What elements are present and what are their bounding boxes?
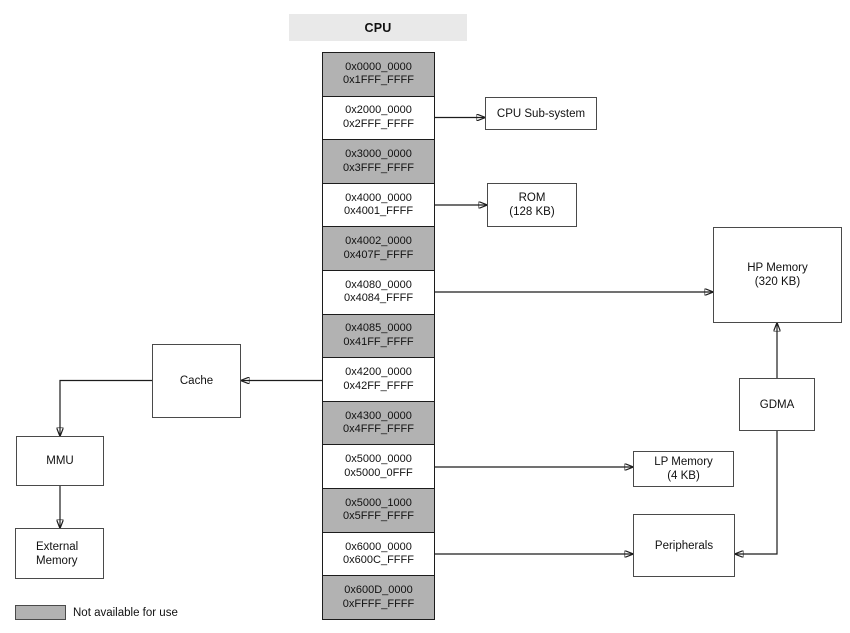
arrow-cache-to-mmu [60,379,152,437]
segment-start-address: 0x5000_0000 [345,453,412,466]
cache-label: Cache [179,375,214,387]
segment-end-address: 0x407F_FFFF [343,248,414,261]
segment-end-address: 0x42FF_FFFF [343,379,414,392]
segment-end-address: 0xFFFF_FFFF [342,597,415,610]
memory-segment: 0x600D_0000 0xFFFF_FFFF [323,576,434,619]
memory-segment: 0x4085_0000 0x41FF_FFFF [323,314,434,359]
legend-unavailable-swatch [15,605,66,620]
segment-start-address: 0x4080_0000 [345,278,412,291]
hp-memory-size-label: (320 KB) [754,276,801,288]
peripherals-box: Peripherals [633,514,735,577]
segment-start-address: 0x3000_0000 [345,148,412,161]
segment-end-address: 0x41FF_FFFF [343,335,414,348]
memory-segment: 0x2000_0000 0x2FFF_FFFF [323,96,434,141]
memory-segment: 0x4300_0000 0x4FFF_FFFF [323,401,434,446]
gdma-box: GDMA [739,378,815,431]
segment-start-address: 0x4000_0000 [345,191,412,204]
lp-memory-size-label: (4 KB) [667,470,700,482]
external-memory-label-line1: External [36,540,79,553]
rom-box: ROM (128 KB) [487,183,577,227]
cpu-title: CPU [289,14,467,41]
segment-start-address: 0x6000_0000 [345,540,412,553]
memory-segment: 0x4080_0000 0x4084_FFFF [323,271,434,315]
memory-segment: 0x3000_0000 0x3FFF_FFFF [323,140,434,184]
lp-memory-label: LP Memory [654,456,713,468]
segment-start-address: 0x600D_0000 [344,584,413,597]
segment-end-address: 0x4084_FFFF [343,292,414,305]
peripherals-label: Peripherals [654,539,714,552]
memory-segment: 0x6000_0000 0x600C_FFFF [323,532,434,577]
segment-end-address: 0x4FFF_FFFF [343,423,414,436]
rom-size-label: (128 KB) [509,206,555,218]
hp-memory-box: HP Memory (320 KB) [713,227,842,323]
memory-segment: 0x5000_1000 0x5FFF_FFFF [323,489,434,533]
mmu-box: MMU [16,436,104,486]
external-memory-label-line2: Memory [36,554,78,567]
cpu-subsystem-label: CPU Sub-system [496,107,586,120]
memory-segment: 0x0000_0000 0x1FFF_FFFF [323,53,434,97]
segment-end-address: 0x5FFF_FFFF [343,510,414,523]
segment-start-address: 0x4002_0000 [345,235,412,248]
segment-start-address: 0x0000_0000 [345,60,412,73]
segment-end-address: 0x2FFF_FFFF [343,117,414,130]
segment-end-address: 0x600C_FFFF [343,554,414,566]
segment-end-address: 0x5000_0FFF [344,466,413,479]
gdma-label: GDMA [759,398,795,411]
memory-address-stack: 0x0000_0000 0x1FFF_FFFF 0x2000_0000 0x2F… [322,52,435,620]
segment-end-address: 0x1FFF_FFFF [343,74,414,87]
rom-label: ROM [518,192,546,204]
cache-box: Cache [152,344,241,418]
legend-label: Not available for use [73,606,178,619]
memory-segment: 0x4200_0000 0x42FF_FFFF [323,358,434,402]
external-memory-box: External Memory [15,528,104,579]
segment-start-address: 0x5000_1000 [345,496,412,509]
lp-memory-box: LP Memory (4 KB) [633,451,734,487]
hp-memory-label: HP Memory [747,262,808,274]
memory-segment: 0x5000_0000 0x5000_0FFF [323,445,434,490]
segment-end-address: 0x3FFF_FFFF [343,161,414,174]
memory-segment: 0x4000_0000 0x4001_FFFF [323,183,434,228]
segment-start-address: 0x2000_0000 [345,104,412,117]
cpu-subsystem-box: CPU Sub-system [485,97,597,130]
memory-segment: 0x4002_0000 0x407F_FFFF [323,227,434,272]
segment-start-address: 0x4300_0000 [345,409,412,422]
segment-start-address: 0x4085_0000 [345,322,412,335]
arrow-gdma-to-peripherals [735,431,778,554]
segment-end-address: 0x4001_FFFF [343,205,414,218]
segment-start-address: 0x4200_0000 [345,366,412,379]
mmu-label: MMU [46,455,74,467]
